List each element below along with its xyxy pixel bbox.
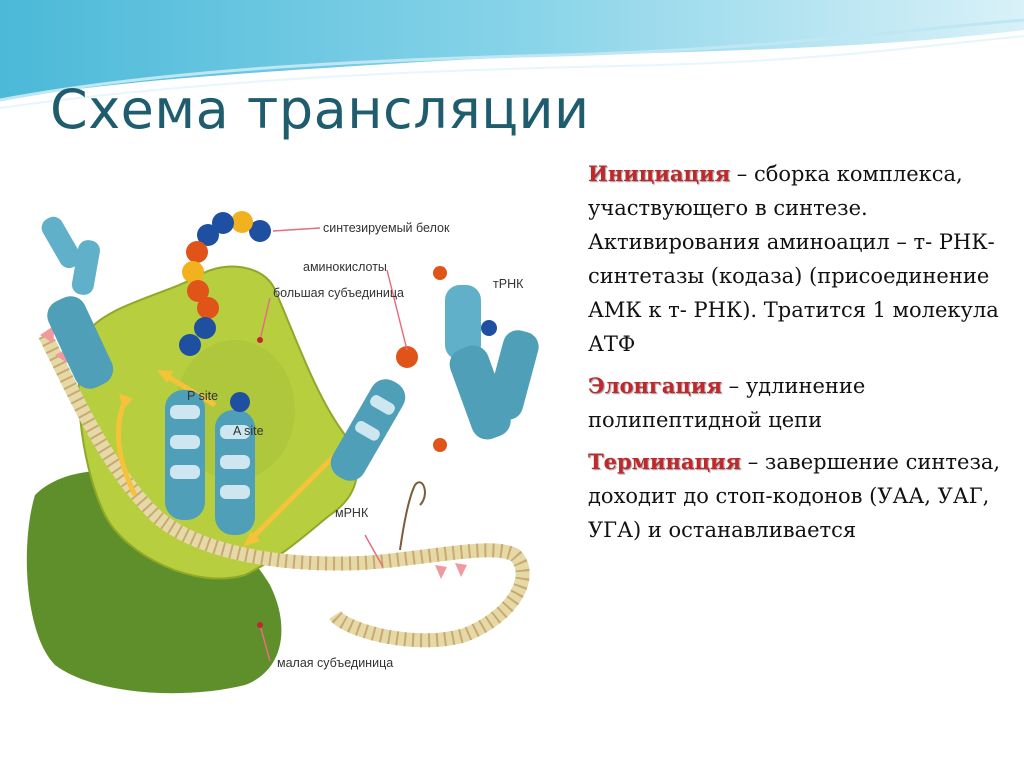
- label-trna: тРНК: [493, 277, 524, 291]
- label-a-site: A site: [233, 424, 264, 438]
- label-mrna: мРНК: [335, 506, 369, 520]
- label-p-site: P site: [187, 389, 218, 403]
- termination-text: – завершение синтеза, доходит до стоп-ко…: [588, 450, 1001, 542]
- header-wave-decoration: [0, 0, 1024, 109]
- initiation-text: – сборка комплекса, участвующего в синте…: [588, 162, 999, 356]
- label-small-subunit: малая субъединица: [277, 656, 393, 670]
- trna-entering: [330, 346, 418, 481]
- elongation-text: – удлинение полипептидной цепи: [588, 374, 866, 432]
- text-panel: Инициация – сборка комплекса, участвующе…: [588, 157, 1013, 555]
- protein-chain: [179, 211, 271, 356]
- label-amino-acids: аминокислоты: [303, 260, 387, 274]
- slide-title: Схема трансляции: [50, 78, 590, 141]
- elongation-term: Элонгация: [588, 373, 722, 398]
- trna-p-site: [165, 390, 205, 520]
- label-protein: синтезируемый белок: [323, 221, 450, 235]
- initiation-paragraph: Инициация – сборка комплекса, участвующе…: [588, 157, 1013, 361]
- initiation-term: Инициация: [588, 161, 731, 186]
- termination-term: Терминация: [588, 449, 742, 474]
- label-large-subunit: большая субъединица: [273, 286, 404, 300]
- termination-paragraph: Терминация – завершение синтеза, доходит…: [588, 445, 1013, 547]
- elongation-paragraph: Элонгация – удлинение полипептидной цепи: [588, 369, 1013, 437]
- translation-diagram: синтезируемый белок аминокислоты большая…: [26, 211, 539, 694]
- trna-a-site: [215, 392, 255, 535]
